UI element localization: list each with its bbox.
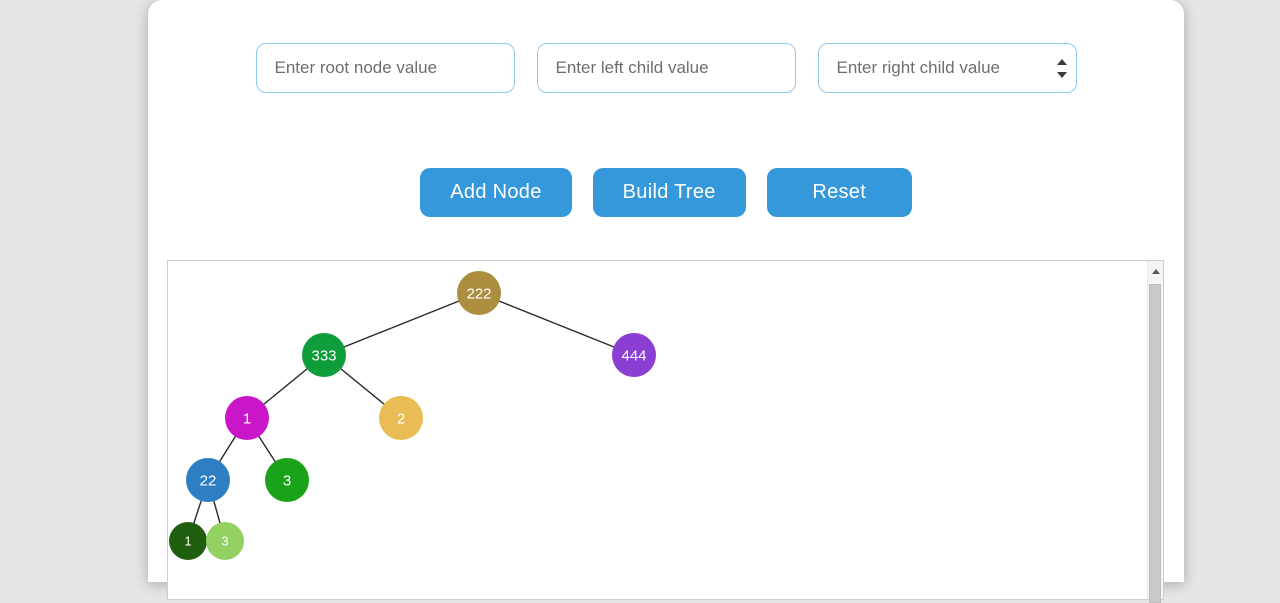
root-node-field-wrap	[255, 43, 515, 93]
tree-node-22[interactable]	[186, 458, 230, 502]
tree-node-3[interactable]	[206, 522, 244, 560]
right-child-field-wrap	[817, 43, 1077, 93]
add-node-button[interactable]: Add Node	[420, 168, 572, 217]
inputs-row	[148, 43, 1184, 93]
tree-node-3[interactable]	[265, 458, 309, 502]
buttons-row: Add Node Build Tree Reset	[148, 168, 1184, 217]
tree-edge	[323, 292, 480, 356]
tree-node-333[interactable]	[302, 333, 346, 377]
tree-node-222[interactable]	[457, 271, 501, 315]
tree-node-444[interactable]	[612, 333, 656, 377]
tree-node-1[interactable]	[225, 396, 269, 440]
build-tree-button[interactable]: Build Tree	[592, 168, 746, 217]
reset-button[interactable]: Reset	[766, 168, 912, 217]
spinner-up-icon[interactable]	[1056, 58, 1067, 65]
scroll-up-icon	[1151, 269, 1160, 274]
scrollbar-thumb[interactable]	[1149, 284, 1161, 603]
scrollbar-up-button[interactable]	[1148, 261, 1163, 282]
tree-node-2[interactable]	[379, 396, 423, 440]
spinner-down-icon[interactable]	[1056, 71, 1067, 78]
right-child-input[interactable]	[817, 43, 1077, 93]
number-spinner	[1056, 43, 1067, 93]
left-child-field-wrap	[536, 43, 796, 93]
tree-edge	[478, 292, 635, 356]
tree-node-1[interactable]	[169, 522, 207, 560]
tree-scrollbar[interactable]	[1147, 261, 1163, 603]
root-node-input[interactable]	[255, 43, 515, 93]
app-card: Add Node Build Tree Reset 22233344412223…	[148, 0, 1184, 603]
left-child-input[interactable]	[536, 43, 796, 93]
